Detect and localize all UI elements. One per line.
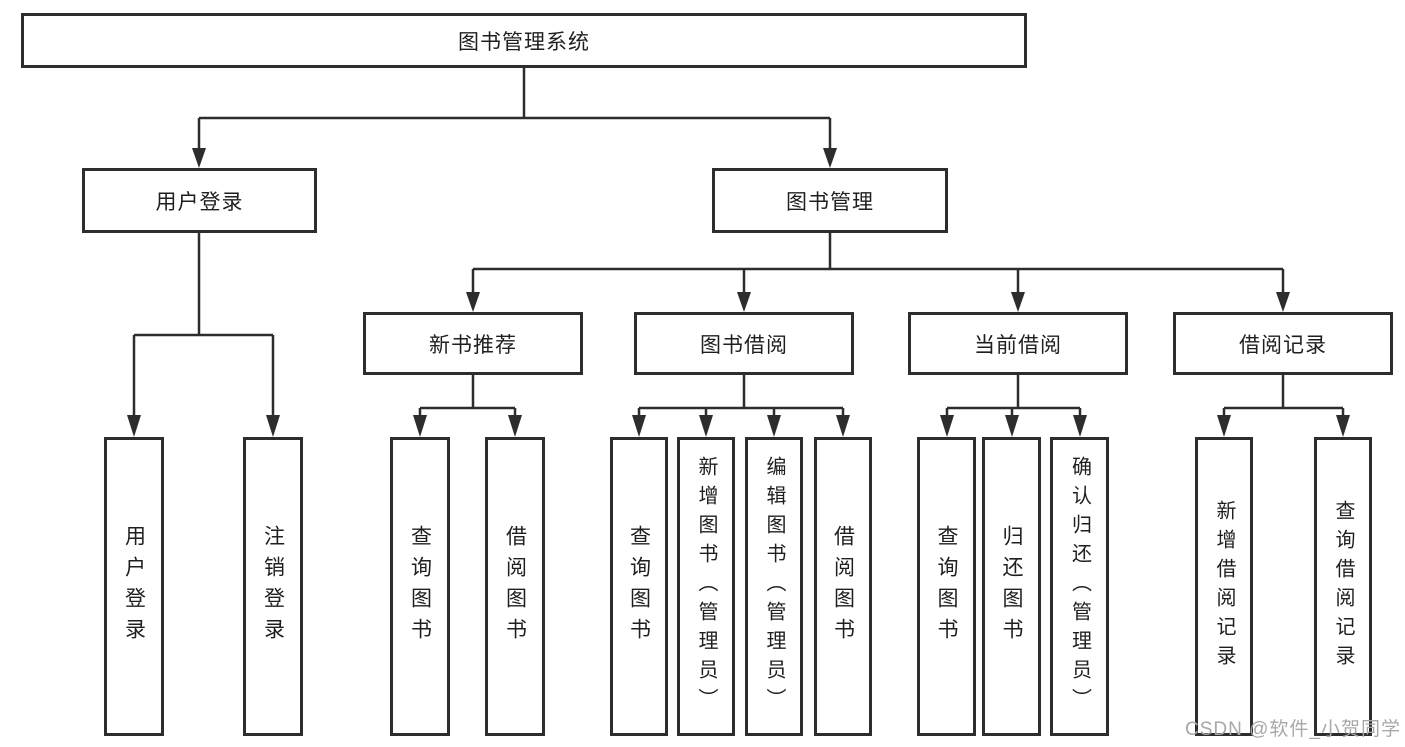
node-new-book-recommend: 新书推荐 [363, 312, 583, 375]
node-book-management-label: 图书管理 [786, 190, 874, 214]
node-root: 图书管理系统 [21, 13, 1027, 68]
node-borrowing-records: 借阅记录 [1173, 312, 1393, 375]
node-root-label: 图书管理系统 [458, 30, 590, 54]
leaf-add-borrow-record-label: 新增借阅记录 [1213, 499, 1235, 674]
leaf-query-books-2-label: 查询图书 [627, 524, 651, 649]
leaf-user-login: 用户登录 [104, 437, 164, 736]
leaf-add-borrow-record: 新增借阅记录 [1195, 437, 1253, 736]
leaf-query-books-1: 查询图书 [390, 437, 450, 736]
leaf-edit-book-admin: 编辑图书（管理员） [745, 437, 803, 736]
node-current-borrowing-label: 当前借阅 [974, 333, 1062, 357]
leaf-query-books-1-label: 查询图书 [408, 524, 432, 649]
leaf-borrow-books-1: 借阅图书 [485, 437, 545, 736]
node-current-borrowing: 当前借阅 [908, 312, 1128, 375]
node-user-login-label: 用户登录 [155, 190, 244, 214]
node-new-book-recommend-label: 新书推荐 [429, 333, 517, 357]
leaf-confirm-return-admin-label: 确认归还（管理员） [1068, 456, 1091, 717]
leaf-user-login-label: 用户登录 [122, 524, 146, 649]
leaf-add-book-admin: 新增图书（管理员） [677, 437, 735, 736]
leaf-logout: 注销登录 [243, 437, 303, 736]
leaf-return-book-label: 归还图书 [1000, 524, 1023, 649]
leaf-borrow-books-1-label: 借阅图书 [503, 524, 527, 649]
node-book-management: 图书管理 [712, 168, 948, 233]
leaf-query-books-3-label: 查询图书 [935, 524, 958, 649]
leaf-confirm-return-admin: 确认归还（管理员） [1050, 437, 1109, 736]
node-book-borrowing: 图书借阅 [634, 312, 854, 375]
leaf-logout-label: 注销登录 [261, 524, 285, 649]
leaf-query-books-2: 查询图书 [610, 437, 668, 736]
node-borrowing-records-label: 借阅记录 [1239, 333, 1327, 357]
leaf-query-borrow-record-label: 查询借阅记录 [1332, 499, 1354, 674]
node-book-borrowing-label: 图书借阅 [700, 333, 788, 357]
leaf-query-books-3: 查询图书 [917, 437, 976, 736]
leaf-query-borrow-record: 查询借阅记录 [1314, 437, 1372, 736]
leaf-edit-book-admin-label: 编辑图书（管理员） [763, 456, 785, 717]
leaf-return-book: 归还图书 [982, 437, 1041, 736]
node-user-login: 用户登录 [82, 168, 317, 233]
leaf-borrow-books-2: 借阅图书 [814, 437, 872, 736]
leaf-add-book-admin-label: 新增图书（管理员） [695, 456, 717, 717]
csdn-watermark: CSDN @软件_小贺同学 [1185, 719, 1401, 740]
leaf-borrow-books-2-label: 借阅图书 [831, 524, 855, 649]
